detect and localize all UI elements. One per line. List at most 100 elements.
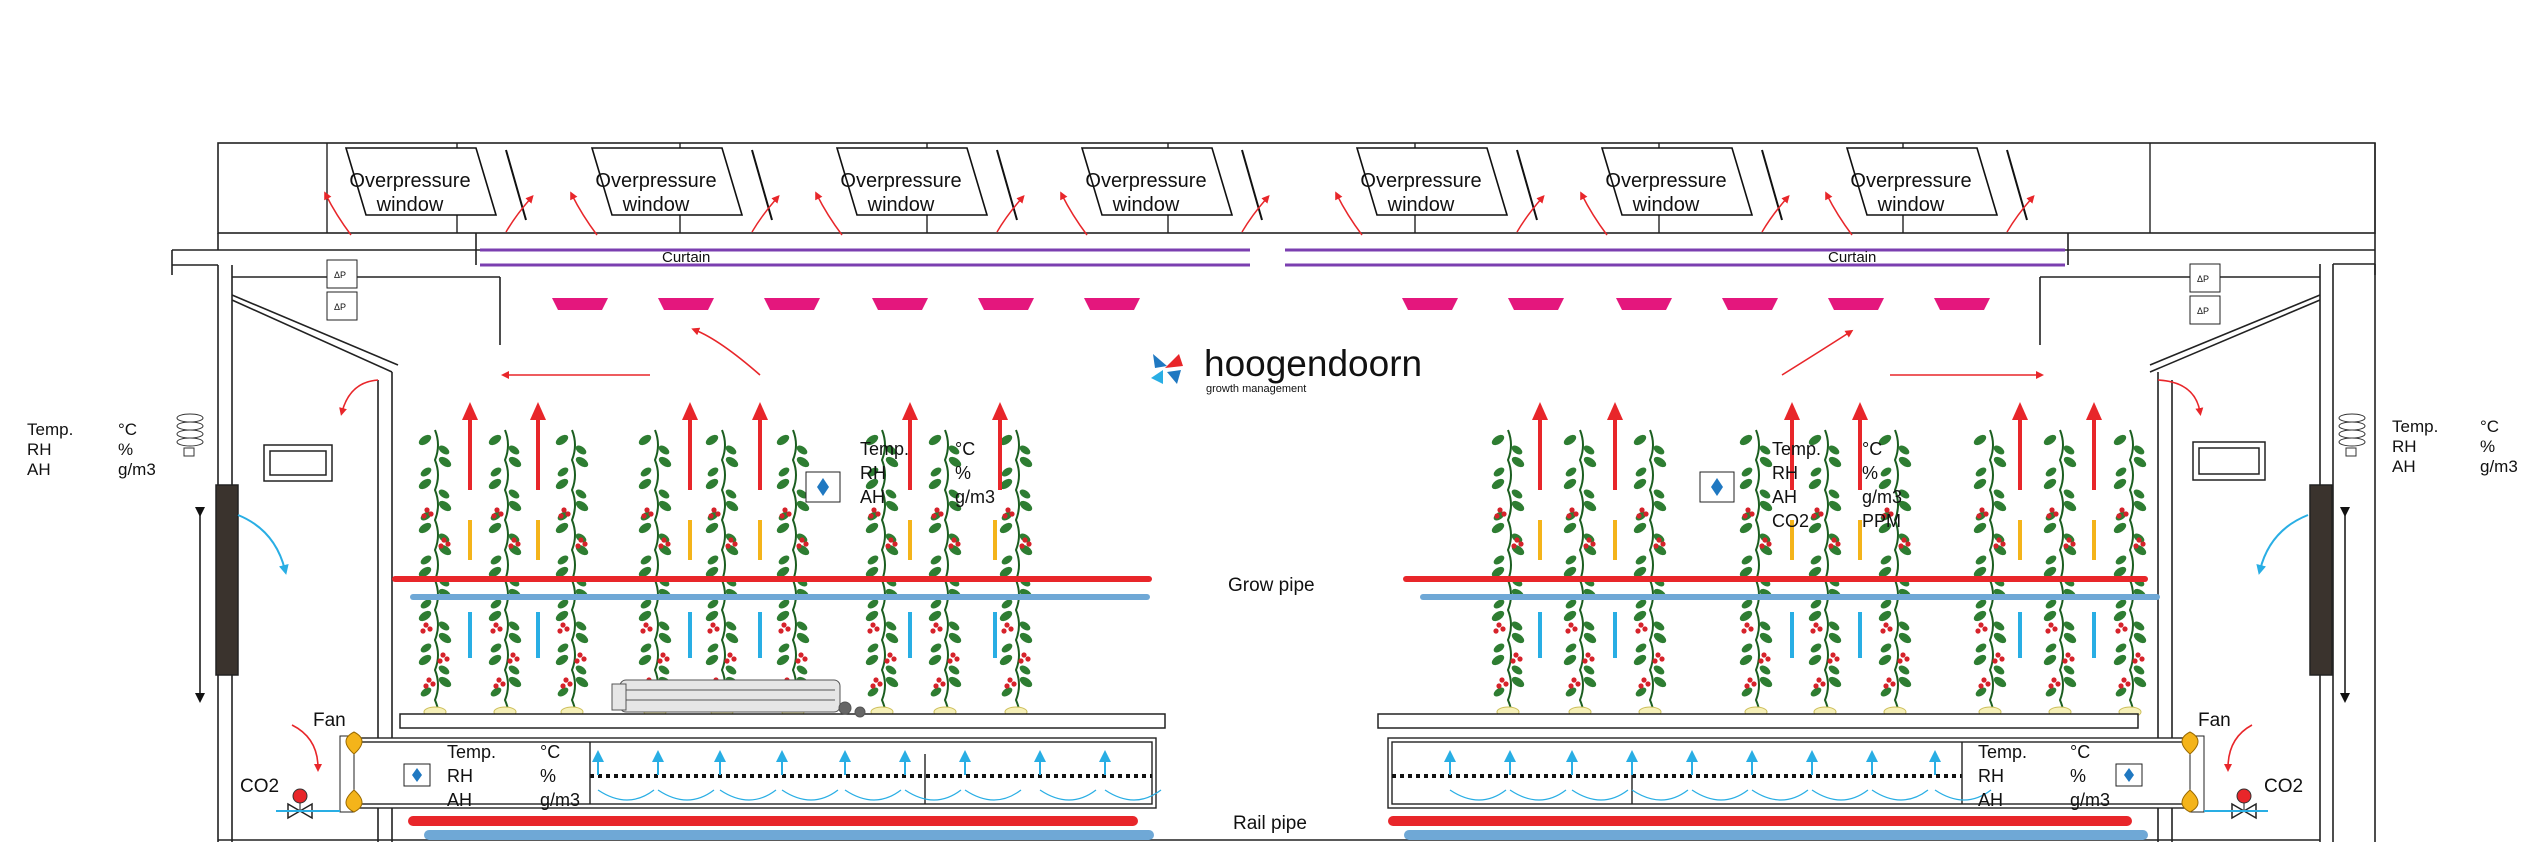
overpressure-window-label: window	[867, 194, 935, 216]
outside-sensor-right	[2338, 413, 2366, 457]
tomato-plant	[1563, 429, 1597, 718]
sensor-reading-label: RH	[1978, 766, 2004, 786]
co2-valve-left	[276, 788, 340, 820]
crop-sensor-left-icon	[805, 471, 841, 503]
tomato-plant	[1739, 429, 1773, 718]
dp-label: ΔP	[2197, 274, 2209, 284]
overpressure-window-label: window	[1112, 194, 1180, 216]
tomato-plant	[638, 429, 672, 718]
curtain-label-right: Curtain	[1828, 249, 1876, 266]
co2-valve-right	[2204, 788, 2268, 820]
fan-right	[2181, 731, 2205, 813]
sensor-reading-unit: g/m3	[955, 487, 995, 507]
sensor-reading-label: RH	[27, 440, 52, 459]
dp-label: ΔP	[334, 270, 346, 280]
sensor-reading-unit: %	[540, 766, 556, 786]
outside-sensor-left	[176, 413, 204, 457]
sensor-reading-unit: %	[2480, 437, 2495, 456]
grow-lamps	[552, 298, 1990, 310]
overpressure-window-label: Overpressure	[1605, 170, 1726, 192]
curtain: Curtain Curtain	[480, 248, 2065, 267]
overpressure-window-label: window	[1387, 194, 1455, 216]
sensor-reading-label: AH	[27, 460, 51, 479]
rail-pipes	[408, 816, 2148, 840]
tomato-plant	[555, 429, 589, 718]
sensor-reading-label: AH	[2392, 457, 2416, 476]
sensor-reading-unit: g/m3	[540, 790, 580, 810]
sensor-reading-unit: g/m3	[2480, 457, 2518, 476]
overpressure-window-label: window	[622, 194, 690, 216]
tomato-plant	[865, 429, 899, 718]
sensor-reading-unit: °C	[540, 742, 560, 762]
sensor-reading-label: Temp.	[27, 420, 73, 439]
grow-lamp	[1508, 298, 1564, 310]
grow-lamp	[872, 298, 928, 310]
duct-sensor-left-icon	[403, 763, 431, 787]
overpressure-window-label: Overpressure	[1360, 170, 1481, 192]
overpressure-window	[1600, 147, 1754, 216]
sensor-reading-label: RH	[1772, 463, 1798, 483]
overpressure-window-label: Overpressure	[349, 170, 470, 192]
dp-label: ΔP	[334, 302, 346, 312]
sensor-reading-unit: %	[2070, 766, 2086, 786]
overpressure-window-label: window	[1877, 194, 1945, 216]
sensor-reading-unit: °C	[118, 420, 137, 439]
grow-lamp	[764, 298, 820, 310]
overpressure-window	[1355, 147, 1509, 216]
grow-lamp	[552, 298, 608, 310]
fan-left	[339, 731, 363, 813]
logo-tagline: growth management	[1206, 383, 1306, 395]
overpressure-window-label: Overpressure	[1085, 170, 1206, 192]
sensor-readouts: Temp. °C RH% AH g/m3 Temp. °C RH% AH g/m3 Temp. °C R…	[27, 417, 2518, 810]
tomato-plant	[2043, 429, 2077, 718]
overpressure-window	[1080, 147, 1234, 216]
sensor-reading-unit: g/m3	[2070, 790, 2110, 810]
rail-pipe-label: Rail pipe	[1233, 813, 1307, 834]
logo-wordmark: hoogendoorn	[1204, 343, 1422, 384]
grow-lamp	[1722, 298, 1778, 310]
tomato-plant	[1973, 429, 2007, 718]
duct-sensor-right-icon	[2115, 763, 2143, 787]
roof-panels	[324, 143, 2376, 236]
grow-pipes	[392, 576, 2160, 600]
overpressure-window	[344, 147, 498, 216]
sensor-reading-label: Temp.	[860, 439, 909, 459]
grow-pipe-label: Grow pipe	[1228, 575, 1315, 596]
sensor-reading-unit: °C	[1862, 439, 1882, 459]
fan-label-right: Fan	[2198, 710, 2231, 731]
tomato-plant	[1633, 429, 1667, 718]
air-ducts	[341, 737, 2203, 809]
grow-lamp	[1084, 298, 1140, 310]
sensor-reading-unit: %	[1862, 463, 1878, 483]
overpressure-window	[835, 147, 989, 216]
grow-lamp	[1828, 298, 1884, 310]
sensor-reading-label: AH	[860, 487, 885, 507]
pipe-rail-trolley	[611, 679, 866, 718]
sensor-reading-unit: °C	[2070, 742, 2090, 762]
tomato-plant	[2113, 429, 2147, 718]
overpressure-window	[590, 147, 744, 216]
sensor-reading-label: RH	[860, 463, 886, 483]
tomato-plant	[488, 429, 522, 718]
greenhouse-structure	[171, 142, 2376, 842]
sensor-reading-label: Temp.	[2392, 417, 2438, 436]
overpressure-window-label: Overpressure	[595, 170, 716, 192]
overpressure-window-label: window	[1632, 194, 1700, 216]
overpressure-window-labels: OverpressurewindowOverpressurewindowOver…	[349, 170, 1971, 216]
overpressure-window-label: Overpressure	[1850, 170, 1971, 192]
dp-sensor-box	[326, 259, 358, 289]
sensor-reading-label: Temp.	[1772, 439, 1821, 459]
sensor-reading-label: AH	[1772, 487, 1797, 507]
pressure-sensors: ΔP ΔP ΔP ΔP	[326, 259, 2221, 325]
crop-rows	[418, 402, 2147, 718]
tomato-plant	[1808, 429, 1842, 718]
overpressure-window-label: Overpressure	[840, 170, 961, 192]
tomato-plant	[705, 429, 739, 718]
sensor-reading-label: AH	[447, 790, 472, 810]
co2-label-right: CO2	[2264, 776, 2303, 797]
duct-airflow	[592, 750, 1992, 801]
dp-label: ΔP	[2197, 306, 2209, 316]
hoogendoorn-logo: hoogendoorn growth management	[1151, 343, 1422, 395]
grow-lamp	[978, 298, 1034, 310]
